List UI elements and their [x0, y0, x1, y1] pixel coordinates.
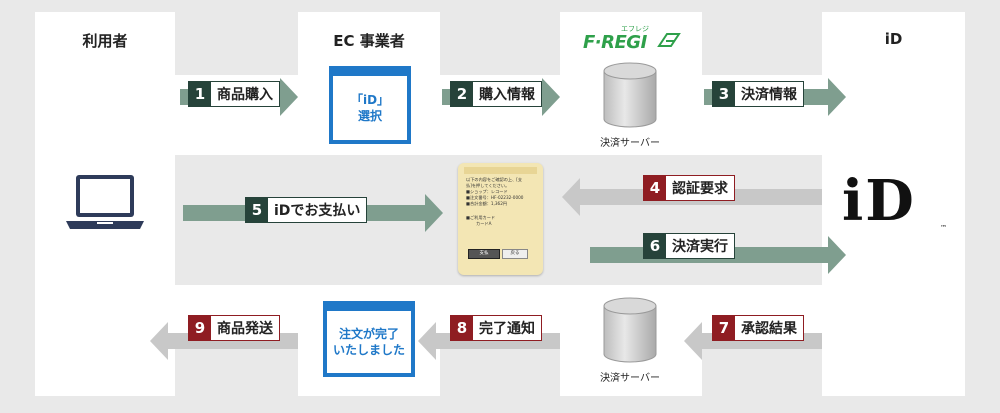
- ec-select-line2: 選択: [357, 109, 382, 123]
- step-4-text: 認証要求: [672, 181, 728, 197]
- phone-line-2: 払]を押してください。: [466, 183, 510, 188]
- arrow-step-7: [684, 322, 822, 360]
- phone-back-label: 戻る: [510, 251, 520, 256]
- step-1-text: 商品購入: [217, 87, 273, 103]
- step-3-number: 3: [713, 82, 735, 106]
- phone-line-6: ■ご利用カード: [466, 215, 496, 220]
- step-5-number: 5: [246, 198, 268, 222]
- id-logo: iD ™: [840, 168, 950, 238]
- step-9-number: 9: [189, 316, 211, 340]
- step-5-text: iDでお支払い: [274, 203, 361, 219]
- database-icon-top: [603, 62, 657, 128]
- server-label-top: 決済サーバー: [600, 138, 660, 149]
- step-6-label: 6 決済実行: [643, 233, 735, 259]
- phone-line-3: ■ショップ：レコード: [466, 189, 508, 194]
- step-9-text: 商品発送: [217, 321, 273, 337]
- user-header: 利用者: [82, 32, 128, 50]
- step-8-number: 8: [451, 316, 473, 340]
- arrow-step-8: [418, 322, 560, 360]
- fregi-logo-kana: エフレジ: [621, 25, 649, 33]
- step-6-number: 6: [644, 234, 666, 258]
- id-panel: [822, 12, 965, 396]
- step-4-number: 4: [644, 176, 666, 200]
- arrow-step-9: [150, 322, 298, 360]
- phone-pay-label: 支払: [479, 251, 489, 256]
- step-7-number: 7: [713, 316, 735, 340]
- step-5-label: 5 iDでお支払い: [245, 197, 368, 223]
- laptop-icon: [66, 175, 144, 229]
- ec-select-line1: 「iD」: [350, 93, 390, 107]
- phone-line-5: ■合計金額：1,362円: [466, 201, 508, 206]
- phone-status-bar: [464, 167, 537, 174]
- phone-back-button[interactable]: 戻る: [502, 249, 528, 259]
- fregi-logo: F·REGI エフレジ: [583, 25, 683, 54]
- ec-complete-window: 注文が完了 いたしました: [323, 301, 415, 377]
- step-1-label: 1 商品購入: [188, 81, 280, 107]
- id-logo-tm: ™: [940, 224, 947, 232]
- fregi-logo-mark: [657, 33, 681, 47]
- phone-line-1: 以下の内容をご確認の上、[支: [466, 177, 523, 182]
- step-3-text: 決済情報: [741, 87, 797, 103]
- ec-complete-line2: いたしました: [332, 343, 405, 357]
- ec-complete-line1: 注文が完了: [338, 327, 399, 341]
- step-4-label: 4 認証要求: [643, 175, 735, 201]
- server-label-bottom: 決済サーバー: [600, 373, 660, 384]
- step-2-number: 2: [451, 82, 473, 106]
- fregi-logo-text: F·REGI: [583, 32, 647, 53]
- ec-select-window: 「iD」 選択: [329, 66, 411, 144]
- database-icon-bottom: [603, 297, 657, 363]
- phone-screen: 以下の内容をご確認の上、[支 払]を押してください。 ■ショップ：レコード ■注…: [458, 163, 543, 275]
- step-7-label: 7 承認結果: [712, 315, 804, 341]
- phone-pay-button[interactable]: 支払: [468, 249, 500, 259]
- step-2-text: 購入情報: [479, 87, 535, 103]
- step-1-number: 1: [189, 82, 211, 106]
- step-9-label: 9 商品発送: [188, 315, 280, 341]
- step-3-label: 3 決済情報: [712, 81, 804, 107]
- phone-text: 以下の内容をご確認の上、[支 払]を押してください。 ■ショップ：レコード ■注…: [466, 177, 538, 227]
- step-7-text: 承認結果: [741, 321, 797, 337]
- step-8-text: 完了通知: [479, 321, 535, 337]
- step-6-text: 決済実行: [672, 239, 728, 255]
- id-logo-text: iD: [842, 168, 916, 234]
- phone-line-4: ■注文番号：HF-02232-0000: [466, 195, 524, 200]
- step-8-label: 8 完了通知: [450, 315, 542, 341]
- id-header: iD: [884, 30, 903, 48]
- phone-line-7: カードA: [476, 221, 492, 226]
- ec-header: EC 事業者: [333, 32, 405, 50]
- step-2-label: 2 購入情報: [450, 81, 542, 107]
